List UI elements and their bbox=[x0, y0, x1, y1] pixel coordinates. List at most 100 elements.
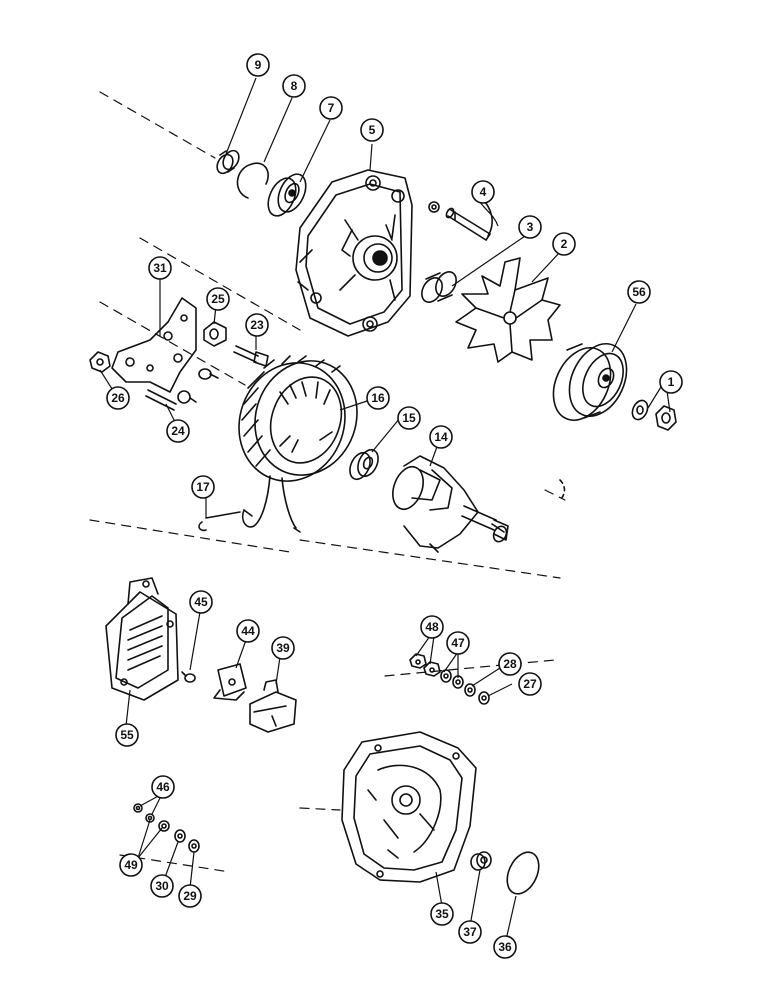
callout-48: 47 bbox=[446, 631, 470, 655]
callout-1: 1 bbox=[659, 370, 683, 394]
callout-8: 8 bbox=[282, 74, 306, 98]
callout-56-label: 56 bbox=[632, 285, 646, 299]
part-26-nut bbox=[89, 351, 111, 373]
callout-45: 45 bbox=[189, 590, 213, 614]
callout-4: 4 bbox=[471, 180, 495, 204]
callout-37: 37 bbox=[458, 920, 482, 944]
part-16-stator bbox=[238, 355, 358, 482]
callout-25-label: 25 bbox=[211, 292, 225, 306]
part-7-bearing bbox=[267, 173, 307, 217]
part-44-plate bbox=[213, 663, 247, 701]
part-14-rotor bbox=[392, 455, 509, 553]
callout-55: 55 bbox=[115, 723, 139, 747]
callout-16: 16 bbox=[366, 386, 390, 410]
callout-23-label: 23 bbox=[250, 318, 264, 332]
insulator-parts bbox=[177, 368, 219, 404]
part-56-pulley bbox=[552, 343, 628, 421]
part-2-fan bbox=[455, 257, 561, 363]
part-45-screw bbox=[181, 671, 196, 683]
part-39-terminal bbox=[249, 679, 297, 733]
callout-1-label: 1 bbox=[668, 375, 675, 389]
part-1-nut-washer bbox=[631, 399, 677, 431]
part-15-bearing bbox=[349, 448, 379, 481]
callout-5: 5 bbox=[360, 118, 384, 142]
callout-30-label: 30 bbox=[155, 879, 169, 893]
callout-2: 2 bbox=[552, 232, 576, 256]
callout-46-label: 49 bbox=[124, 858, 138, 872]
callout-37-label: 37 bbox=[463, 925, 477, 939]
callouts: 9 8 7 5 4 3 2 56 1 31 25 23 26 24 16 15 … bbox=[106, 53, 683, 959]
callout-17-label: 17 bbox=[196, 480, 210, 494]
callout-24: 24 bbox=[166, 419, 190, 443]
part-3-spacer bbox=[421, 271, 457, 303]
part-55-regulator bbox=[105, 577, 179, 701]
leader-lines bbox=[99, 77, 671, 941]
callout-31-label: 31 bbox=[153, 261, 167, 275]
part-8-snap-ring bbox=[236, 162, 269, 199]
callout-27-label: 27 bbox=[523, 677, 537, 691]
callout-35: 35 bbox=[430, 902, 454, 926]
callout-49-label: 48 bbox=[425, 620, 439, 634]
callout-47: 46 bbox=[151, 775, 175, 799]
callout-7: 7 bbox=[319, 96, 343, 120]
part-24-screw bbox=[145, 389, 177, 411]
part-35-rear-frame bbox=[341, 731, 477, 883]
callout-56: 56 bbox=[627, 280, 651, 304]
callout-17: 17 bbox=[191, 475, 215, 499]
callout-48-label: 47 bbox=[451, 636, 465, 650]
part-31-bracket bbox=[111, 297, 197, 393]
part-36-o-ring bbox=[506, 851, 540, 895]
callout-47-label: 46 bbox=[156, 780, 170, 794]
callout-49: 48 bbox=[420, 615, 444, 639]
part-17-leads bbox=[198, 475, 301, 533]
callout-31: 31 bbox=[148, 256, 172, 280]
callout-29: 29 bbox=[178, 884, 202, 908]
callout-44-label: 44 bbox=[241, 624, 255, 638]
callout-9-label: 9 bbox=[255, 58, 262, 72]
callout-55-label: 55 bbox=[120, 728, 134, 742]
callout-39: 39 bbox=[271, 636, 295, 660]
callout-2-label: 2 bbox=[561, 237, 568, 251]
callout-36-label: 36 bbox=[498, 940, 512, 954]
callout-28-label: 28 bbox=[503, 657, 517, 671]
callout-26: 26 bbox=[106, 386, 130, 410]
callout-15: 15 bbox=[397, 406, 421, 430]
callout-27: 27 bbox=[518, 672, 542, 696]
parts-47-46-30-29-hardware bbox=[133, 803, 200, 853]
callout-8-label: 8 bbox=[291, 79, 298, 93]
part-23-screw bbox=[233, 345, 269, 367]
parts-49-48-28-27-hardware bbox=[409, 653, 490, 705]
callout-7-label: 7 bbox=[328, 101, 335, 115]
callout-4-label: 4 bbox=[480, 185, 487, 199]
callout-5-label: 5 bbox=[369, 123, 376, 137]
part-5-drive-end-frame bbox=[295, 169, 413, 337]
callout-3: 3 bbox=[518, 215, 542, 239]
callout-15-label: 15 bbox=[402, 411, 416, 425]
callout-44: 44 bbox=[236, 619, 260, 643]
callout-28: 28 bbox=[498, 652, 522, 676]
callout-46: 49 bbox=[119, 853, 143, 877]
callout-29-label: 29 bbox=[183, 889, 197, 903]
callout-26-label: 26 bbox=[111, 391, 125, 405]
callout-45-label: 45 bbox=[194, 595, 208, 609]
callout-24-label: 24 bbox=[171, 424, 185, 438]
callout-23: 23 bbox=[245, 313, 269, 337]
part-37-bushing bbox=[470, 851, 492, 871]
callout-14: 14 bbox=[429, 425, 453, 449]
callout-35-label: 35 bbox=[435, 907, 449, 921]
callout-9: 9 bbox=[246, 53, 270, 77]
part-9-sleeve bbox=[216, 149, 240, 175]
callout-39-label: 39 bbox=[276, 641, 290, 655]
callout-30: 30 bbox=[150, 874, 174, 898]
callout-16-label: 16 bbox=[371, 391, 385, 405]
callout-36: 36 bbox=[493, 935, 517, 959]
callout-14-label: 14 bbox=[434, 430, 448, 444]
callout-3-label: 3 bbox=[527, 220, 534, 234]
axis-lines bbox=[89, 91, 566, 873]
arc-accent bbox=[559, 479, 566, 501]
callout-25: 25 bbox=[206, 287, 230, 311]
part-4-bolt bbox=[428, 201, 491, 241]
part-25-bushing bbox=[203, 321, 227, 347]
